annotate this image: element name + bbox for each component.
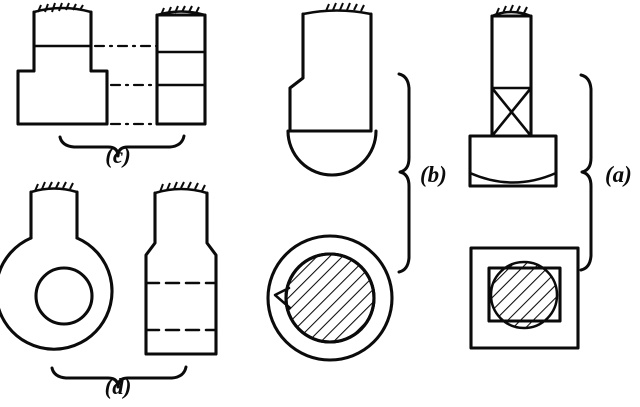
group-c-projection-lines — [93, 44, 159, 126]
group-b-plan-view — [266, 234, 394, 362]
group-c-side-view — [155, 5, 207, 126]
front-view-outline — [288, 12, 373, 133]
side-view-broken-hatch — [160, 5, 200, 16]
front-view-broken-edge — [490, 10, 533, 18]
plan-view-section-hatch — [491, 262, 557, 328]
group-a-brace — [579, 73, 593, 272]
plan-view-broken-edge — [29, 187, 79, 194]
group-b-front-view — [286, 2, 378, 177]
group-b-brace — [397, 72, 411, 274]
group-c: (c) — [16, 2, 207, 168]
front-view-broken-edge — [301, 9, 373, 16]
front-view-broken-hatch — [325, 2, 365, 12]
group-a: (a) — [468, 4, 632, 350]
plan-view-outer-circle — [266, 234, 394, 362]
front-view-base-arc — [468, 171, 558, 184]
plan-view-broken-hatch — [34, 181, 74, 192]
plan-view-section-hatch — [286, 254, 374, 342]
side-view-outline — [155, 13, 207, 126]
group-c-label: (c) — [105, 143, 131, 168]
front-view-outline — [144, 191, 218, 356]
group-a-front-view — [468, 4, 558, 188]
plan-view-hatched-circle — [489, 260, 559, 330]
group-d-label: (d) — [105, 374, 132, 399]
plan-view-inner-circle-edge — [284, 252, 376, 344]
front-view-semicircular-dome — [286, 129, 378, 177]
group-d-front-view — [144, 181, 218, 356]
front-view-outline — [16, 10, 109, 126]
group-d-brace — [50, 365, 188, 389]
front-view-x-diagonal-2 — [490, 86, 533, 138]
plan-view-outer-circle — [0, 236, 114, 351]
group-c-brace — [58, 134, 186, 158]
front-view-broken-hatch — [159, 181, 206, 193]
plan-view-inner-circle — [34, 266, 94, 326]
group-b: (b) — [266, 2, 447, 362]
group-a-plan-view — [469, 246, 580, 350]
plan-view-outer-square — [469, 246, 580, 350]
group-d: (d) — [0, 181, 218, 399]
front-view-broken-hatch — [37, 2, 84, 13]
front-view-base-outline — [468, 134, 558, 188]
plan-view-tab — [273, 286, 292, 310]
group-d-plan-view — [0, 181, 114, 351]
group-a-label: (a) — [605, 162, 632, 187]
front-view-broken-edge — [32, 6, 93, 14]
group-b-label: (b) — [420, 162, 447, 187]
front-view-broken-edge — [153, 187, 209, 195]
front-view-shaft-outline — [490, 14, 533, 138]
group-c-front-view — [16, 2, 109, 126]
front-view-broken-hatch — [495, 4, 528, 16]
